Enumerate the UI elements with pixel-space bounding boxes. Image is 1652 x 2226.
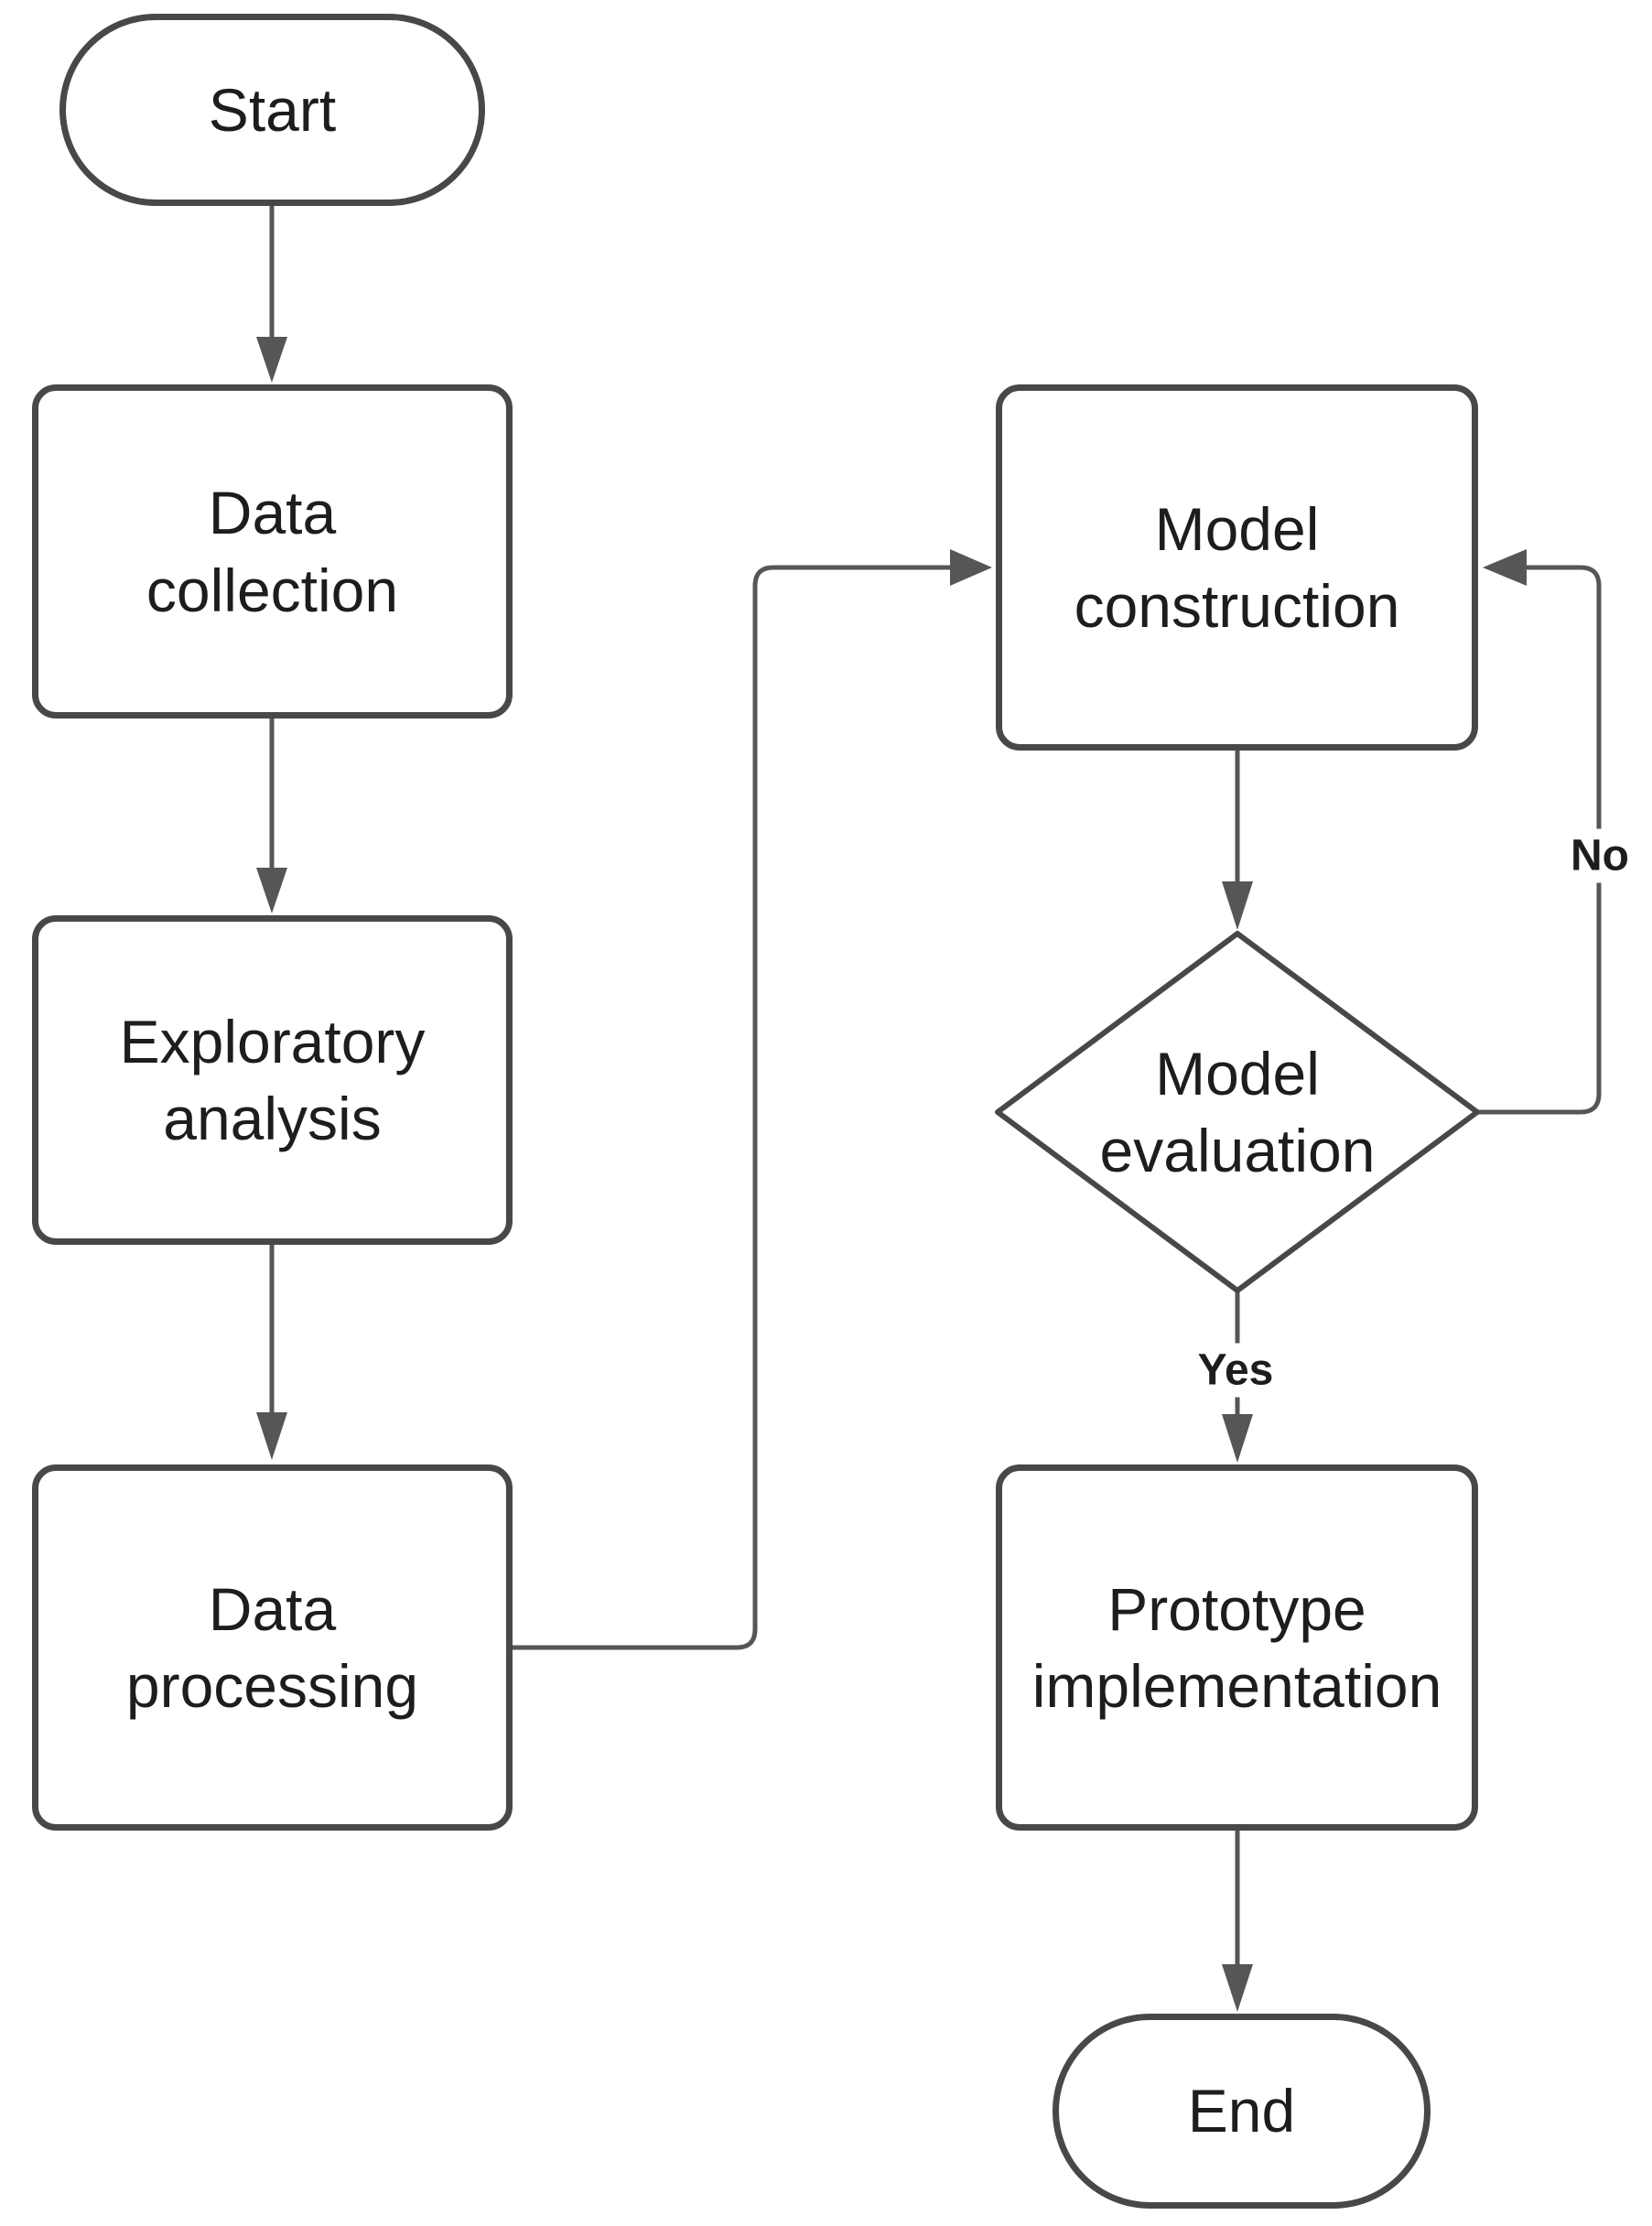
node-model-evaluation-label: Model evaluation — [1099, 1039, 1376, 1184]
decision-diamond-shape — [995, 931, 1480, 1293]
edge-model-construction-to-model-evaluation — [1222, 751, 1253, 930]
node-exploratory-analysis: Exploratory analysis — [32, 915, 513, 1245]
edge-exploratory-to-data-processing — [256, 1245, 287, 1460]
node-prototype-implementation: Prototype implementation — [996, 1464, 1478, 1831]
arrowhead-down-icon — [256, 337, 287, 383]
edge-data-processing-to-model-construction — [513, 549, 992, 1650]
arrowhead-down-icon — [1222, 1414, 1253, 1463]
edge-label-no: No — [1561, 828, 1638, 883]
edge-data-collection-to-exploratory — [256, 719, 287, 913]
arrowhead-down-icon — [1222, 1964, 1253, 2012]
arrowhead-down-icon — [256, 1412, 287, 1460]
edge-start-to-data-collection — [256, 206, 287, 383]
node-data-collection-label: Data collection — [146, 479, 399, 624]
node-model-evaluation: Model evaluation — [1054, 1025, 1420, 1199]
node-end-label: End — [1187, 2077, 1296, 2145]
arrowhead-down-icon — [256, 868, 287, 913]
node-start-label: Start — [208, 75, 337, 144]
edge-label-yes: Yes — [1188, 1343, 1283, 1398]
arrowhead-down-icon — [1222, 881, 1253, 930]
node-model-construction-label: Model construction — [1074, 494, 1400, 640]
arrowhead-right-icon — [950, 549, 992, 586]
node-prototype-implementation-label: Prototype implementation — [1031, 1574, 1442, 1720]
node-exploratory-analysis-label: Exploratory analysis — [119, 1007, 426, 1152]
node-data-processing-label: Data processing — [125, 1574, 419, 1720]
node-start: Start — [59, 14, 485, 206]
arrowhead-left-icon — [1483, 549, 1527, 586]
node-model-construction: Model construction — [996, 384, 1478, 751]
node-data-processing: Data processing — [32, 1464, 513, 1831]
node-data-collection: Data collection — [32, 384, 513, 719]
node-end: End — [1053, 2014, 1431, 2209]
edge-prototype-to-end — [1222, 1831, 1253, 2012]
